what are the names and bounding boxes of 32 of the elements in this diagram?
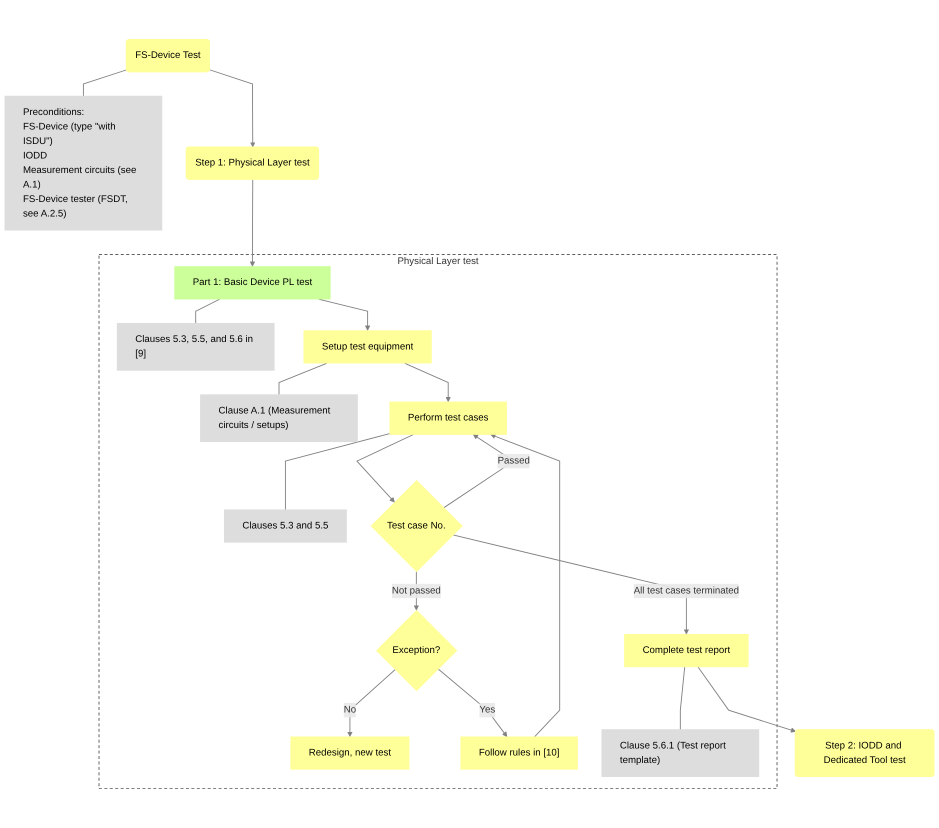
arrow (438, 668, 508, 737)
node-box: Part 1: Basic Device PL test (174, 266, 331, 300)
node-box: Redesign, new test (290, 736, 410, 770)
edge-label: Yes (479, 704, 496, 716)
node-box: Perform test cases (389, 402, 507, 435)
arrow (209, 69, 256, 148)
arrow (356, 434, 414, 502)
connector (680, 666, 686, 730)
arrow (490, 434, 560, 738)
connector (278, 362, 328, 396)
arrow (698, 666, 796, 733)
node-box: Clauses 5.3 and 5.5 (224, 509, 347, 543)
arrow (347, 669, 396, 737)
arrow (250, 179, 256, 267)
node-box: Clause A.1 (Measurement circuits / setups) (200, 394, 358, 442)
node-box: Setup test equipment (303, 330, 432, 364)
node-box: Complete test report (624, 634, 749, 668)
node-box: Preconditions: FS-Device (type "with ISDU") IODD Measurement circuits (see A.1) FS-Device tester (FSDT, see A.2.5) (4, 96, 162, 231)
edge-label: Passed (498, 456, 530, 466)
edge-label: All test cases terminated (634, 586, 740, 596)
node-diamond: Exception? (376, 610, 458, 692)
connector (195, 298, 220, 324)
node-box: Follow rules in [10] (460, 736, 578, 770)
node-box: Clauses 5.3, 5.5, and 5.6 in [9] (116, 323, 275, 371)
edge-label: No (344, 704, 356, 716)
arrow (404, 362, 451, 402)
edge-label: Not passed (392, 586, 441, 596)
node-diamond: Test case No. (370, 480, 463, 572)
connector (82, 69, 128, 97)
node-box: Clause 5.6.1 (Test report template) (601, 729, 760, 777)
arrow (318, 298, 370, 331)
connector (284, 433, 390, 510)
